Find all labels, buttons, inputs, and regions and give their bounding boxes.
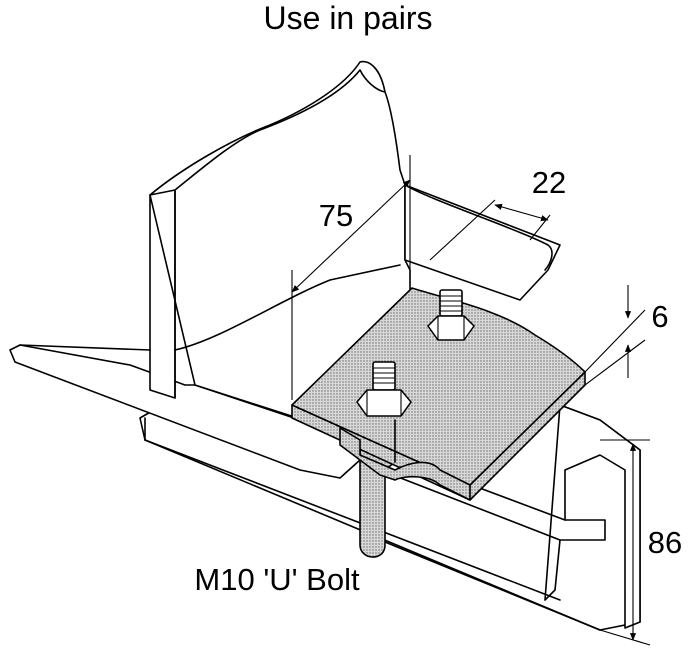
bolt-callout-label: M10 'U' Bolt <box>194 562 360 597</box>
dimension-86 <box>599 439 651 646</box>
dimension-label-86: 86 <box>648 525 682 560</box>
diagram-title: Use in pairs <box>264 0 433 36</box>
dimension-22 <box>429 199 551 261</box>
dimension-label-6: 6 <box>651 299 668 334</box>
bolt-front <box>356 361 412 417</box>
beam-section <box>9 60 561 479</box>
dimension-75 <box>291 155 411 400</box>
dimension-6 <box>584 285 646 386</box>
bolt-rear <box>427 289 475 341</box>
dimension-label-75: 75 <box>319 198 353 233</box>
dimension-label-22: 22 <box>532 165 566 200</box>
clamp-plate <box>291 287 586 558</box>
